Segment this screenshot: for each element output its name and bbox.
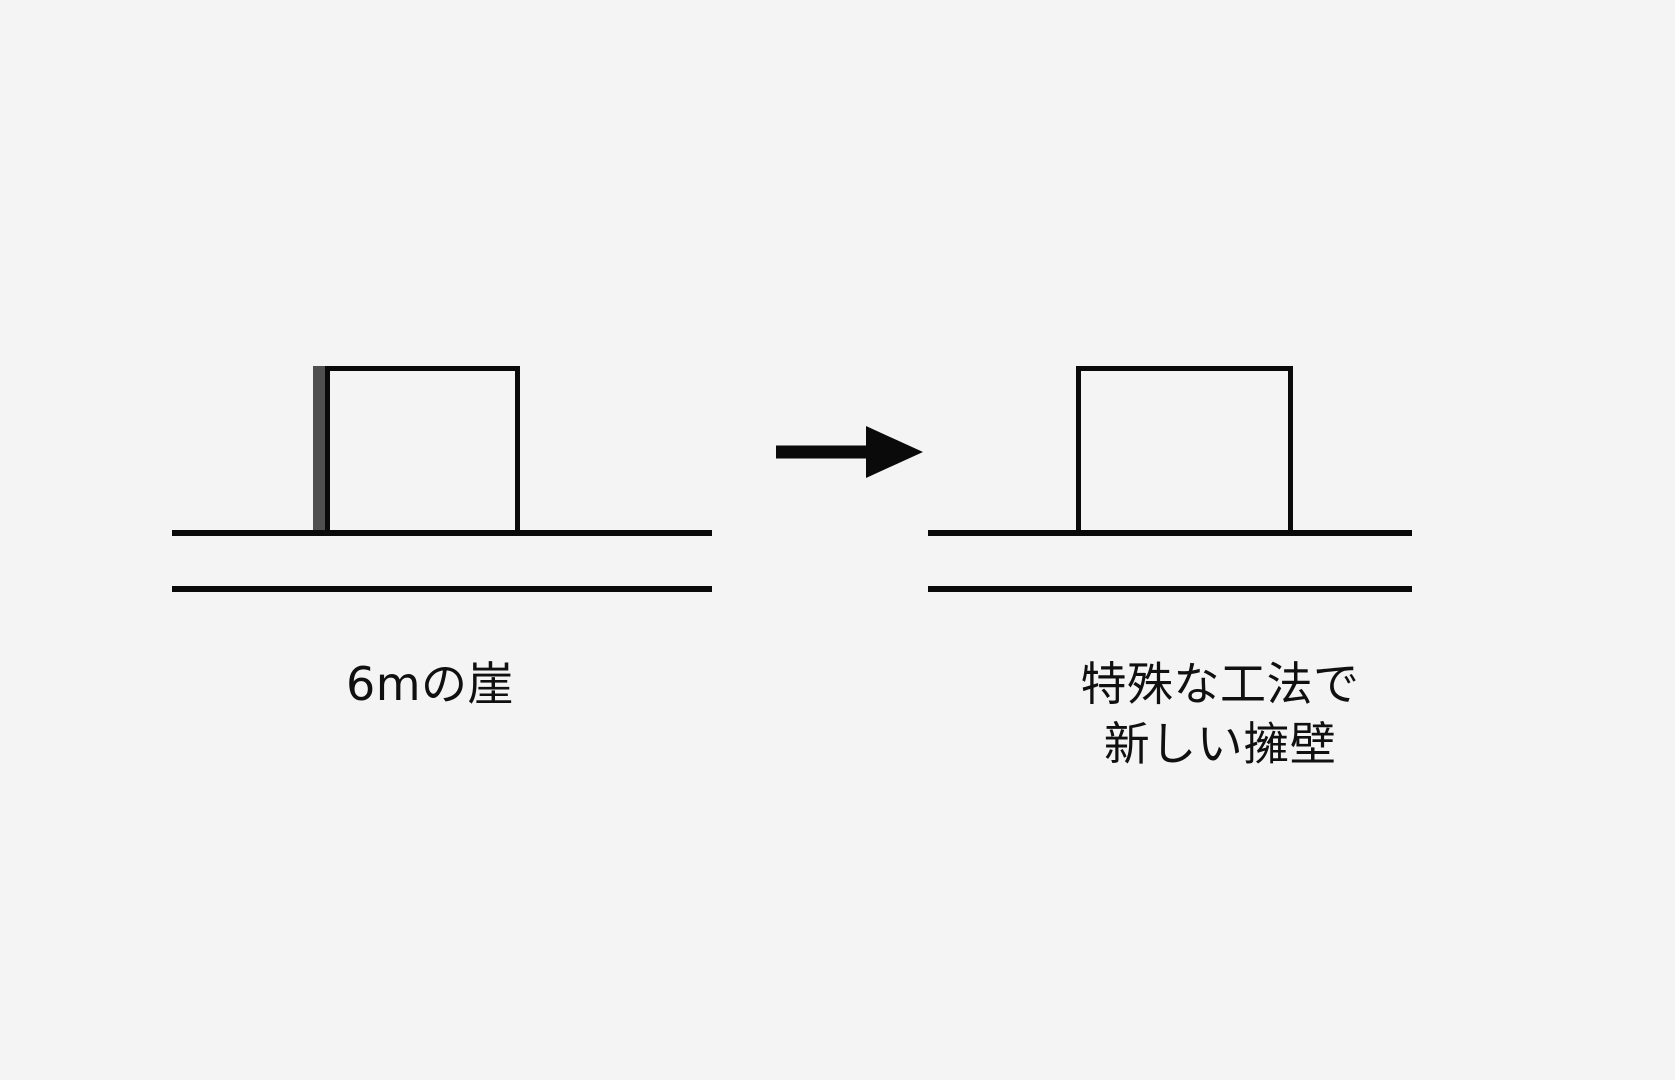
building-outline-rect [325,366,520,535]
caption-after-line-2: 新しい擁壁 [1103,717,1337,771]
panel-before [172,366,712,592]
panel-after [928,366,1412,592]
caption-before-line-1: 6mの崖 [345,657,515,711]
transition-arrow-icon [776,426,923,478]
caption-after-line-1: 特殊な工法で [1080,657,1360,711]
retaining-wall-building-outline-rect [1076,366,1293,535]
caption-before: 6mの崖 [180,654,680,714]
arrow-head [866,426,923,478]
cliff-face-rect [313,366,328,533]
caption-after: 特殊な工法で 新しい擁壁 [940,654,1500,774]
arrow-shaft [776,445,868,459]
